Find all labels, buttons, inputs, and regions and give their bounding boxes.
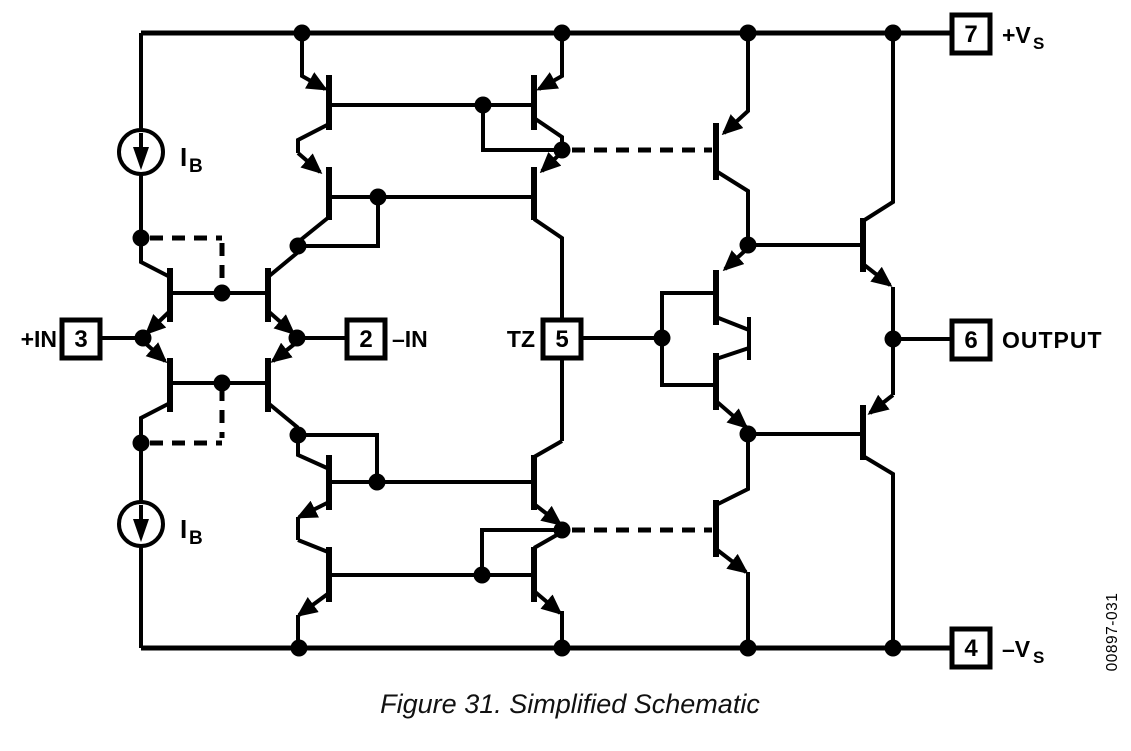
emitter-arrow (296, 151, 323, 175)
emitter-arrow (266, 309, 296, 336)
emitter-arrow (532, 589, 563, 616)
emitter-arrow (714, 399, 749, 430)
pin-box (59, 317, 103, 361)
emitter-arrow (861, 262, 893, 287)
emitter-arrow (532, 502, 563, 526)
pin-2-inverting-input: 2 –IN (344, 317, 428, 361)
pin-label: TZ (507, 326, 535, 352)
junction-dots (132, 24, 902, 657)
pin-number: 4 (964, 635, 978, 662)
pin-box (344, 317, 388, 361)
down-arrow-icon (133, 519, 149, 542)
pin-number: 6 (964, 327, 977, 354)
pin-3-noninverting-input: 3 +IN (21, 317, 103, 361)
pin-box (949, 318, 993, 362)
watermark-document-number: 00897-031 (1104, 593, 1121, 672)
ib-label-subscript: B (189, 528, 203, 549)
emitter-arrow (536, 33, 564, 91)
pin-6-output: 6 OUTPUT (949, 318, 1103, 362)
emitter-arrow (867, 393, 895, 415)
emitter-arrow (296, 500, 330, 519)
pin-number: 2 (359, 326, 372, 353)
dashed-connections (150, 147, 712, 533)
ib-label: I (180, 142, 187, 172)
figure-caption: Figure 31. Simplified Schematic (380, 689, 760, 719)
transistor-base-bars (167, 75, 866, 602)
pin-label-subscript: S (1033, 648, 1044, 667)
pin-4-negative-supply: 4 –V S (949, 626, 1044, 670)
current-source-top: I B (117, 128, 203, 177)
emitter-arrow (144, 309, 172, 336)
pin-label: –V (1002, 636, 1031, 662)
pin-box (949, 626, 993, 670)
pin-box (949, 12, 993, 56)
emitter-arrow (721, 33, 750, 136)
pin-number: 5 (555, 326, 568, 353)
ib-label-subscript: B (189, 156, 203, 177)
emitter-arrow (296, 591, 331, 617)
pin-7-positive-supply: 7 +V S (949, 12, 1044, 56)
pin-label: –IN (392, 326, 428, 352)
pin-number: 3 (74, 326, 87, 353)
pin-number: 7 (964, 21, 977, 48)
power-rails (141, 30, 952, 651)
current-source-bottom: I B (117, 500, 203, 549)
emitter-arrow (714, 547, 749, 574)
pin-label-subscript: S (1033, 34, 1044, 53)
ib-label: I (180, 514, 187, 544)
pin-box (540, 317, 584, 361)
down-arrow-icon (133, 147, 149, 170)
pin-5-tz-node: 5 TZ (507, 317, 584, 361)
emitter-arrow (300, 33, 328, 91)
pin-label: OUTPUT (1002, 327, 1103, 353)
pin-label: +IN (21, 326, 57, 352)
pin-label: +V (1002, 22, 1031, 48)
